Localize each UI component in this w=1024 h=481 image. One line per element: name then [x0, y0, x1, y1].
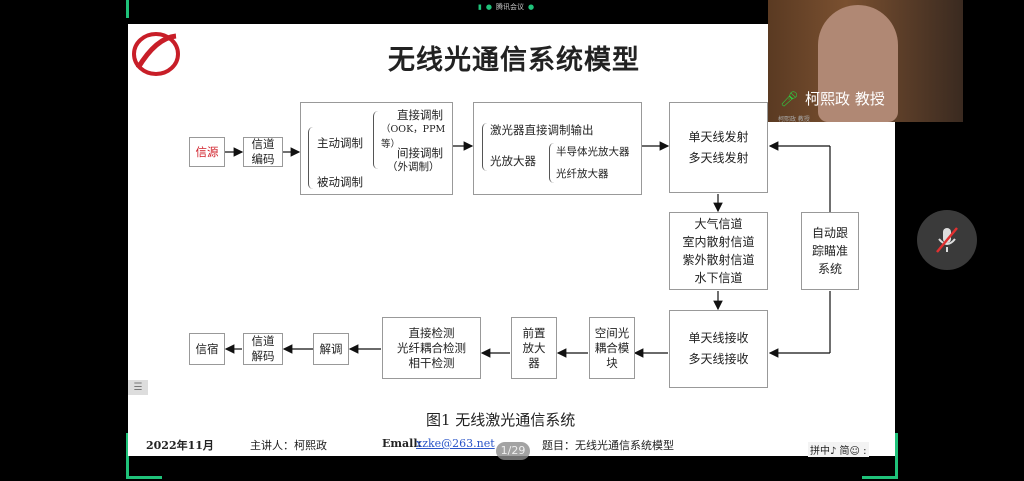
footer-date: 2022年11月 [146, 439, 214, 452]
detection-box: 直接检测光纤耦合检测相干检测 [382, 317, 481, 379]
transmit-antenna-box: 单天线发射多天线发射 [669, 102, 768, 193]
modulation-box: 主动调制 直接调制 （OOK，PPM等） 间接调制 （外调制） 被动调制 [300, 102, 453, 195]
flow-arrows [224, 141, 831, 358]
green-dot-icon: ● [485, 3, 492, 11]
channel-box: 大气信道室内散射信道紫外散射信道水下信道 [669, 212, 768, 290]
menu-icon[interactable]: ☰ [128, 380, 148, 395]
green-dot-icon: ● [527, 3, 535, 11]
ime-toolbar[interactable]: 拼中♪ 简☺ : [808, 442, 869, 457]
mic-off-icon [936, 227, 958, 253]
laser-amplifier-box: 激光器直接调制输出 光放大器 半导体光放大器 光纤放大器 [473, 102, 642, 195]
tracking-system-box: 自动跟踪瞄准系统 [801, 212, 859, 290]
coupling-module-box: 空间光耦合模块 [589, 317, 635, 379]
shared-slide: 无线光通信系统模型 信源 信道编码 主动调制 直接调制 （OOK，PPM等） 间… [128, 24, 895, 457]
figure-caption: 图1 无线激光通信系统 [426, 411, 576, 429]
signal-icon: ▮ [478, 3, 482, 11]
share-frame-corner [126, 0, 148, 18]
receive-antenna-box: 单天线接收多天线接收 [669, 310, 768, 388]
demod-box: 解调 [313, 333, 349, 365]
university-logo [132, 32, 180, 76]
participant-small-label: 柯熙政 教授 [778, 116, 810, 122]
speaker-video [818, 5, 898, 122]
mic-on-icon: 🎤︎ [780, 89, 800, 108]
footer-email-link[interactable]: xzke@263.net [416, 437, 495, 450]
footer-speaker: 主讲人：柯熙政 [250, 439, 327, 452]
footer-email-label: Emall: [382, 437, 422, 450]
page-counter: 1/29 [496, 442, 530, 460]
channel-decode-box: 信道解码 [243, 333, 283, 365]
meeting-status: ▮ ● 腾讯会议 ● [478, 3, 535, 11]
sink-box: 信宿 [189, 333, 225, 365]
video-tile[interactable]: 🎤︎ 柯熙政 教授 柯熙政 教授 [768, 0, 963, 122]
mute-button[interactable] [917, 210, 977, 270]
preamp-box: 前置放大器 [511, 317, 557, 379]
share-frame-corner [862, 433, 898, 479]
source-box: 信源 [189, 137, 225, 167]
footer-topic: 题目：无线光通信系统模型 [542, 439, 674, 452]
participant-name: 柯熙政 教授 [805, 90, 885, 108]
share-frame-corner [126, 433, 162, 479]
slide-title: 无线光通信系统模型 [388, 45, 640, 76]
channel-encode-box: 信道编码 [243, 137, 283, 167]
